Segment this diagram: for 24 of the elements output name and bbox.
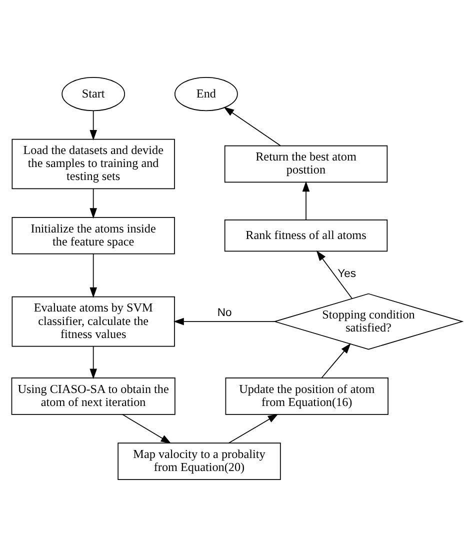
node-box: Using CIASO-SA to obtain the atom of next iteration — [11, 377, 176, 414]
edge-label: Yes — [338, 267, 356, 280]
node-box: Map valocity to a probality from Equation(20) — [118, 442, 281, 480]
node-ellipse: End — [174, 76, 238, 111]
arrow — [122, 414, 172, 444]
arrow — [173, 317, 276, 325]
arrow — [316, 250, 352, 298]
arrow — [302, 180, 310, 220]
arrow — [90, 110, 97, 140]
arrow — [228, 413, 278, 443]
arrow — [224, 106, 281, 146]
node-diamond: Stopping condition satisfied? — [273, 292, 464, 350]
node-box: Return the best atom posttion — [224, 144, 388, 182]
edge-label: No — [217, 306, 232, 318]
node-box: Update the position of atom from Equation(16) — [225, 377, 388, 414]
arrow — [90, 345, 97, 379]
arrow — [321, 342, 351, 378]
arrow — [90, 253, 97, 298]
node-box: Evaluate atoms by SVM classifier, calculate the fitness values — [12, 296, 175, 346]
node-ellipse: Start — [62, 76, 126, 111]
arrow — [90, 188, 97, 218]
node-box: Load the datasets and devide the samples to training and testing sets — [12, 138, 175, 189]
node-box: Initialize the atoms inside the feature space — [12, 216, 175, 254]
node-box: Rank fitness of all atoms — [224, 219, 388, 252]
